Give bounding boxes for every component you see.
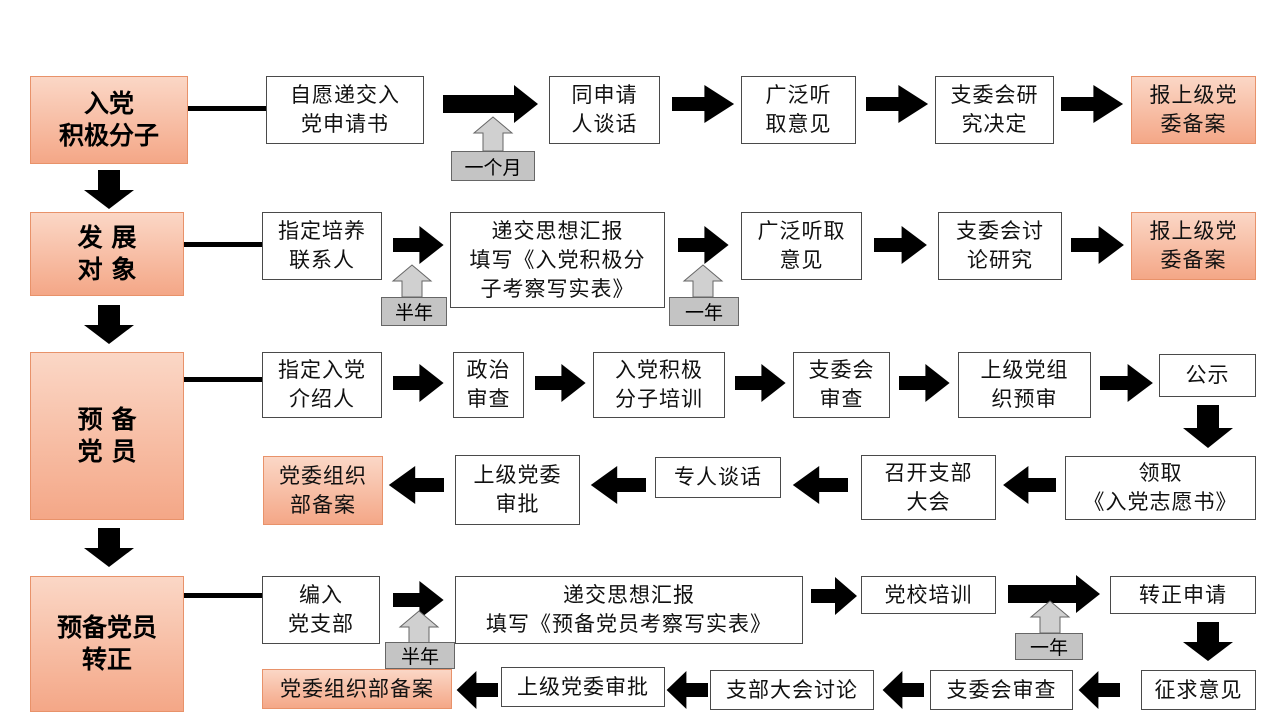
step-committee-discussion: 支委会讨 论研究 xyxy=(938,212,1062,280)
step-probationary-thought-report: 递交思想汇报 填写《预备党员考察写实表》 xyxy=(455,576,803,644)
right-arrow-icon xyxy=(874,226,927,264)
down-arrow-icon xyxy=(84,528,134,567)
connector-line xyxy=(184,377,264,382)
up-arrow-icon xyxy=(682,264,724,298)
left-arrow-icon xyxy=(792,466,848,504)
step-join-branch: 编入 党支部 xyxy=(262,576,380,644)
right-arrow-icon xyxy=(1061,85,1124,123)
step-committee-review: 支委会 审查 xyxy=(793,352,890,418)
up-arrow-icon xyxy=(472,116,514,152)
step-committee-review: 支委会审查 xyxy=(930,670,1073,710)
stage-development-target: 发 展 对 象 xyxy=(30,212,184,296)
step-apply-full-membership: 转正申请 xyxy=(1110,576,1256,614)
step-branch-meeting-discussion: 支部大会讨论 xyxy=(710,670,874,710)
step-solicit-opinions: 广泛听取 意见 xyxy=(741,212,862,280)
step-activist-training: 入党积极 分子培训 xyxy=(593,352,725,418)
step-superior-approval: 上级党委审批 xyxy=(501,667,665,707)
step-party-school-training: 党校培训 xyxy=(861,576,996,614)
left-arrow-icon xyxy=(590,466,646,504)
time-label: 一个月 xyxy=(451,151,535,181)
down-arrow-icon xyxy=(84,305,134,344)
connector-line xyxy=(184,242,264,247)
step-submit-application: 自愿递交入 党申请书 xyxy=(266,76,424,144)
step-receive-application-form: 领取 《入党志愿书》 xyxy=(1065,456,1256,520)
right-arrow-icon xyxy=(1008,575,1100,613)
step-committee-decision: 支委会研 究决定 xyxy=(935,76,1054,144)
step-assign-sponsor: 指定入党 介绍人 xyxy=(262,352,382,418)
right-arrow-icon xyxy=(393,364,444,402)
step-assign-contact: 指定培养 联系人 xyxy=(262,212,382,280)
right-arrow-icon xyxy=(1100,364,1153,402)
up-arrow-icon xyxy=(1029,600,1071,634)
step-report-filing: 报上级党 委备案 xyxy=(1131,76,1256,144)
time-label: 半年 xyxy=(385,642,455,669)
down-arrow-icon xyxy=(1183,405,1233,448)
step-solicit-opinions: 征求意见 xyxy=(1141,670,1256,710)
step-branch-meeting: 召开支部 大会 xyxy=(861,455,996,520)
right-arrow-icon xyxy=(899,364,950,402)
down-arrow-icon xyxy=(84,170,134,209)
time-label: 半年 xyxy=(381,297,447,326)
left-arrow-icon xyxy=(882,671,924,709)
left-arrow-icon xyxy=(666,671,708,709)
connector-line xyxy=(184,593,264,598)
step-talk-with-applicant: 同申请 人谈话 xyxy=(549,76,660,144)
down-arrow-icon xyxy=(1183,622,1233,661)
up-arrow-icon xyxy=(398,610,440,644)
left-arrow-icon xyxy=(1003,466,1056,504)
step-dedicated-talk: 专人谈话 xyxy=(655,457,781,498)
right-arrow-icon xyxy=(735,364,786,402)
left-arrow-icon xyxy=(1078,671,1120,709)
right-arrow-icon xyxy=(672,85,735,123)
step-political-review: 政治 审查 xyxy=(453,352,524,418)
right-arrow-icon xyxy=(811,577,857,615)
left-arrow-icon xyxy=(388,466,444,504)
right-arrow-icon xyxy=(393,226,444,264)
right-arrow-icon xyxy=(866,85,929,123)
step-org-dept-filing: 党委组织 部备案 xyxy=(263,456,383,525)
step-preliminary-review: 上级党组 织预审 xyxy=(958,352,1091,418)
stage-probationary-member: 预 备 党 员 xyxy=(30,352,184,520)
connector-line xyxy=(187,106,267,111)
step-solicit-opinions: 广泛听 取意见 xyxy=(741,76,856,144)
stage-full-member-conversion: 预备党员 转正 xyxy=(30,576,184,712)
stage-activist: 入党 积极分子 xyxy=(30,76,188,164)
left-arrow-icon xyxy=(456,671,498,709)
right-arrow-icon xyxy=(535,364,586,402)
time-label: 一年 xyxy=(1015,633,1083,660)
step-org-dept-filing: 党委组织部备案 xyxy=(262,669,452,709)
step-public-notice: 公示 xyxy=(1159,354,1256,397)
time-label: 一年 xyxy=(669,297,739,326)
step-thought-report: 递交思想汇报 填写《入党积极分 子考察写实表》 xyxy=(450,212,665,308)
step-superior-approval: 上级党委 审批 xyxy=(455,455,580,525)
right-arrow-icon xyxy=(1071,226,1124,264)
right-arrow-icon xyxy=(443,85,538,123)
step-report-filing: 报上级党 委备案 xyxy=(1131,212,1256,280)
right-arrow-icon xyxy=(678,226,729,264)
up-arrow-icon xyxy=(391,264,433,298)
